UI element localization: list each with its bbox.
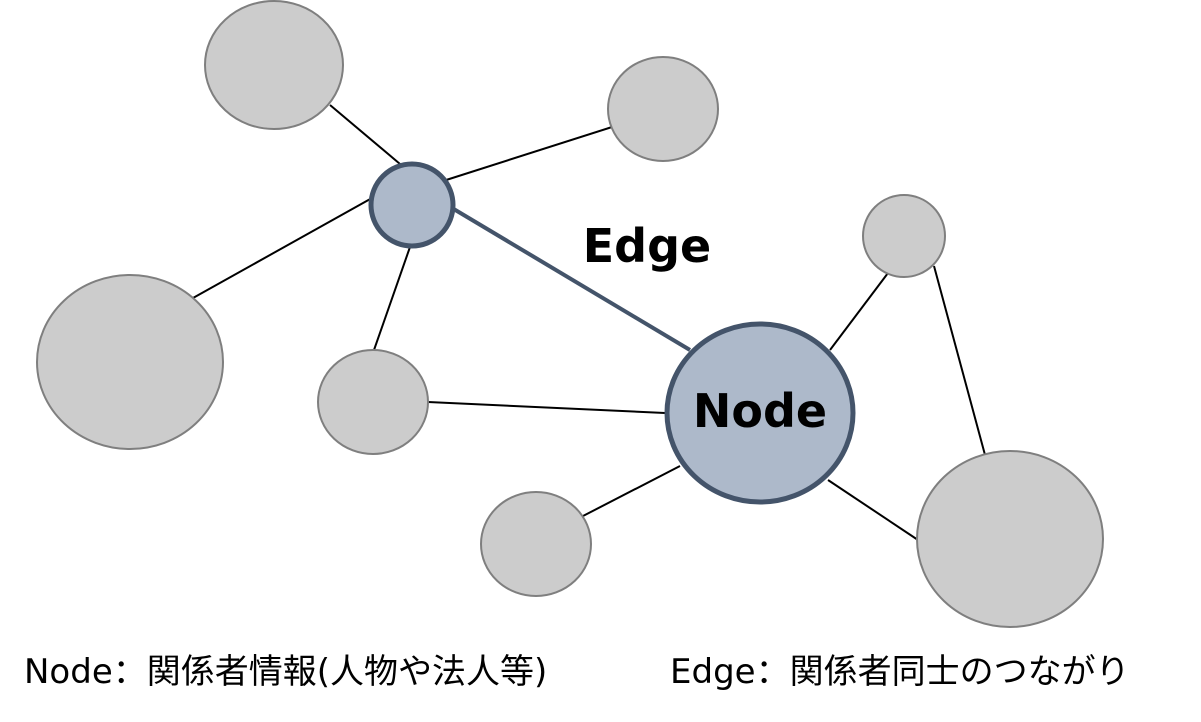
edge-main-node-to-large-right-node [827, 479, 919, 541]
edge-label: Edge [583, 219, 711, 273]
edge-hub-to-main-node [450, 206, 692, 352]
edge-top-left-node-to-hub [329, 104, 401, 165]
edge-hub-to-large-left-node [192, 197, 373, 299]
edge-small-right-node-to-large-right-node [933, 265, 989, 467]
edge-caption: Edge：関係者同士のつながり [670, 652, 1130, 692]
node-small-right [862, 194, 946, 278]
edge-hub-to-top-right-node [442, 126, 613, 182]
node-large-right [916, 450, 1104, 628]
node-mid [317, 349, 429, 455]
edge-bottom-node-to-main-node [582, 465, 681, 517]
node-top-left [204, 0, 344, 130]
node-hub-highlighted [368, 161, 456, 249]
node-bottom [480, 491, 592, 597]
node-label: Node [693, 384, 827, 438]
node-large-left [36, 274, 224, 450]
nodes [36, 0, 1104, 628]
edge-mid-node-to-main-node [427, 401, 666, 414]
edge-main-node-to-small-right-node [829, 272, 889, 351]
node-top-right [607, 56, 719, 162]
node-main-highlighted [664, 321, 856, 505]
edge-hub-to-mid-node [373, 246, 411, 351]
edges [192, 104, 989, 541]
node-caption: Node：関係者情報(人物や法人等) [24, 652, 548, 692]
